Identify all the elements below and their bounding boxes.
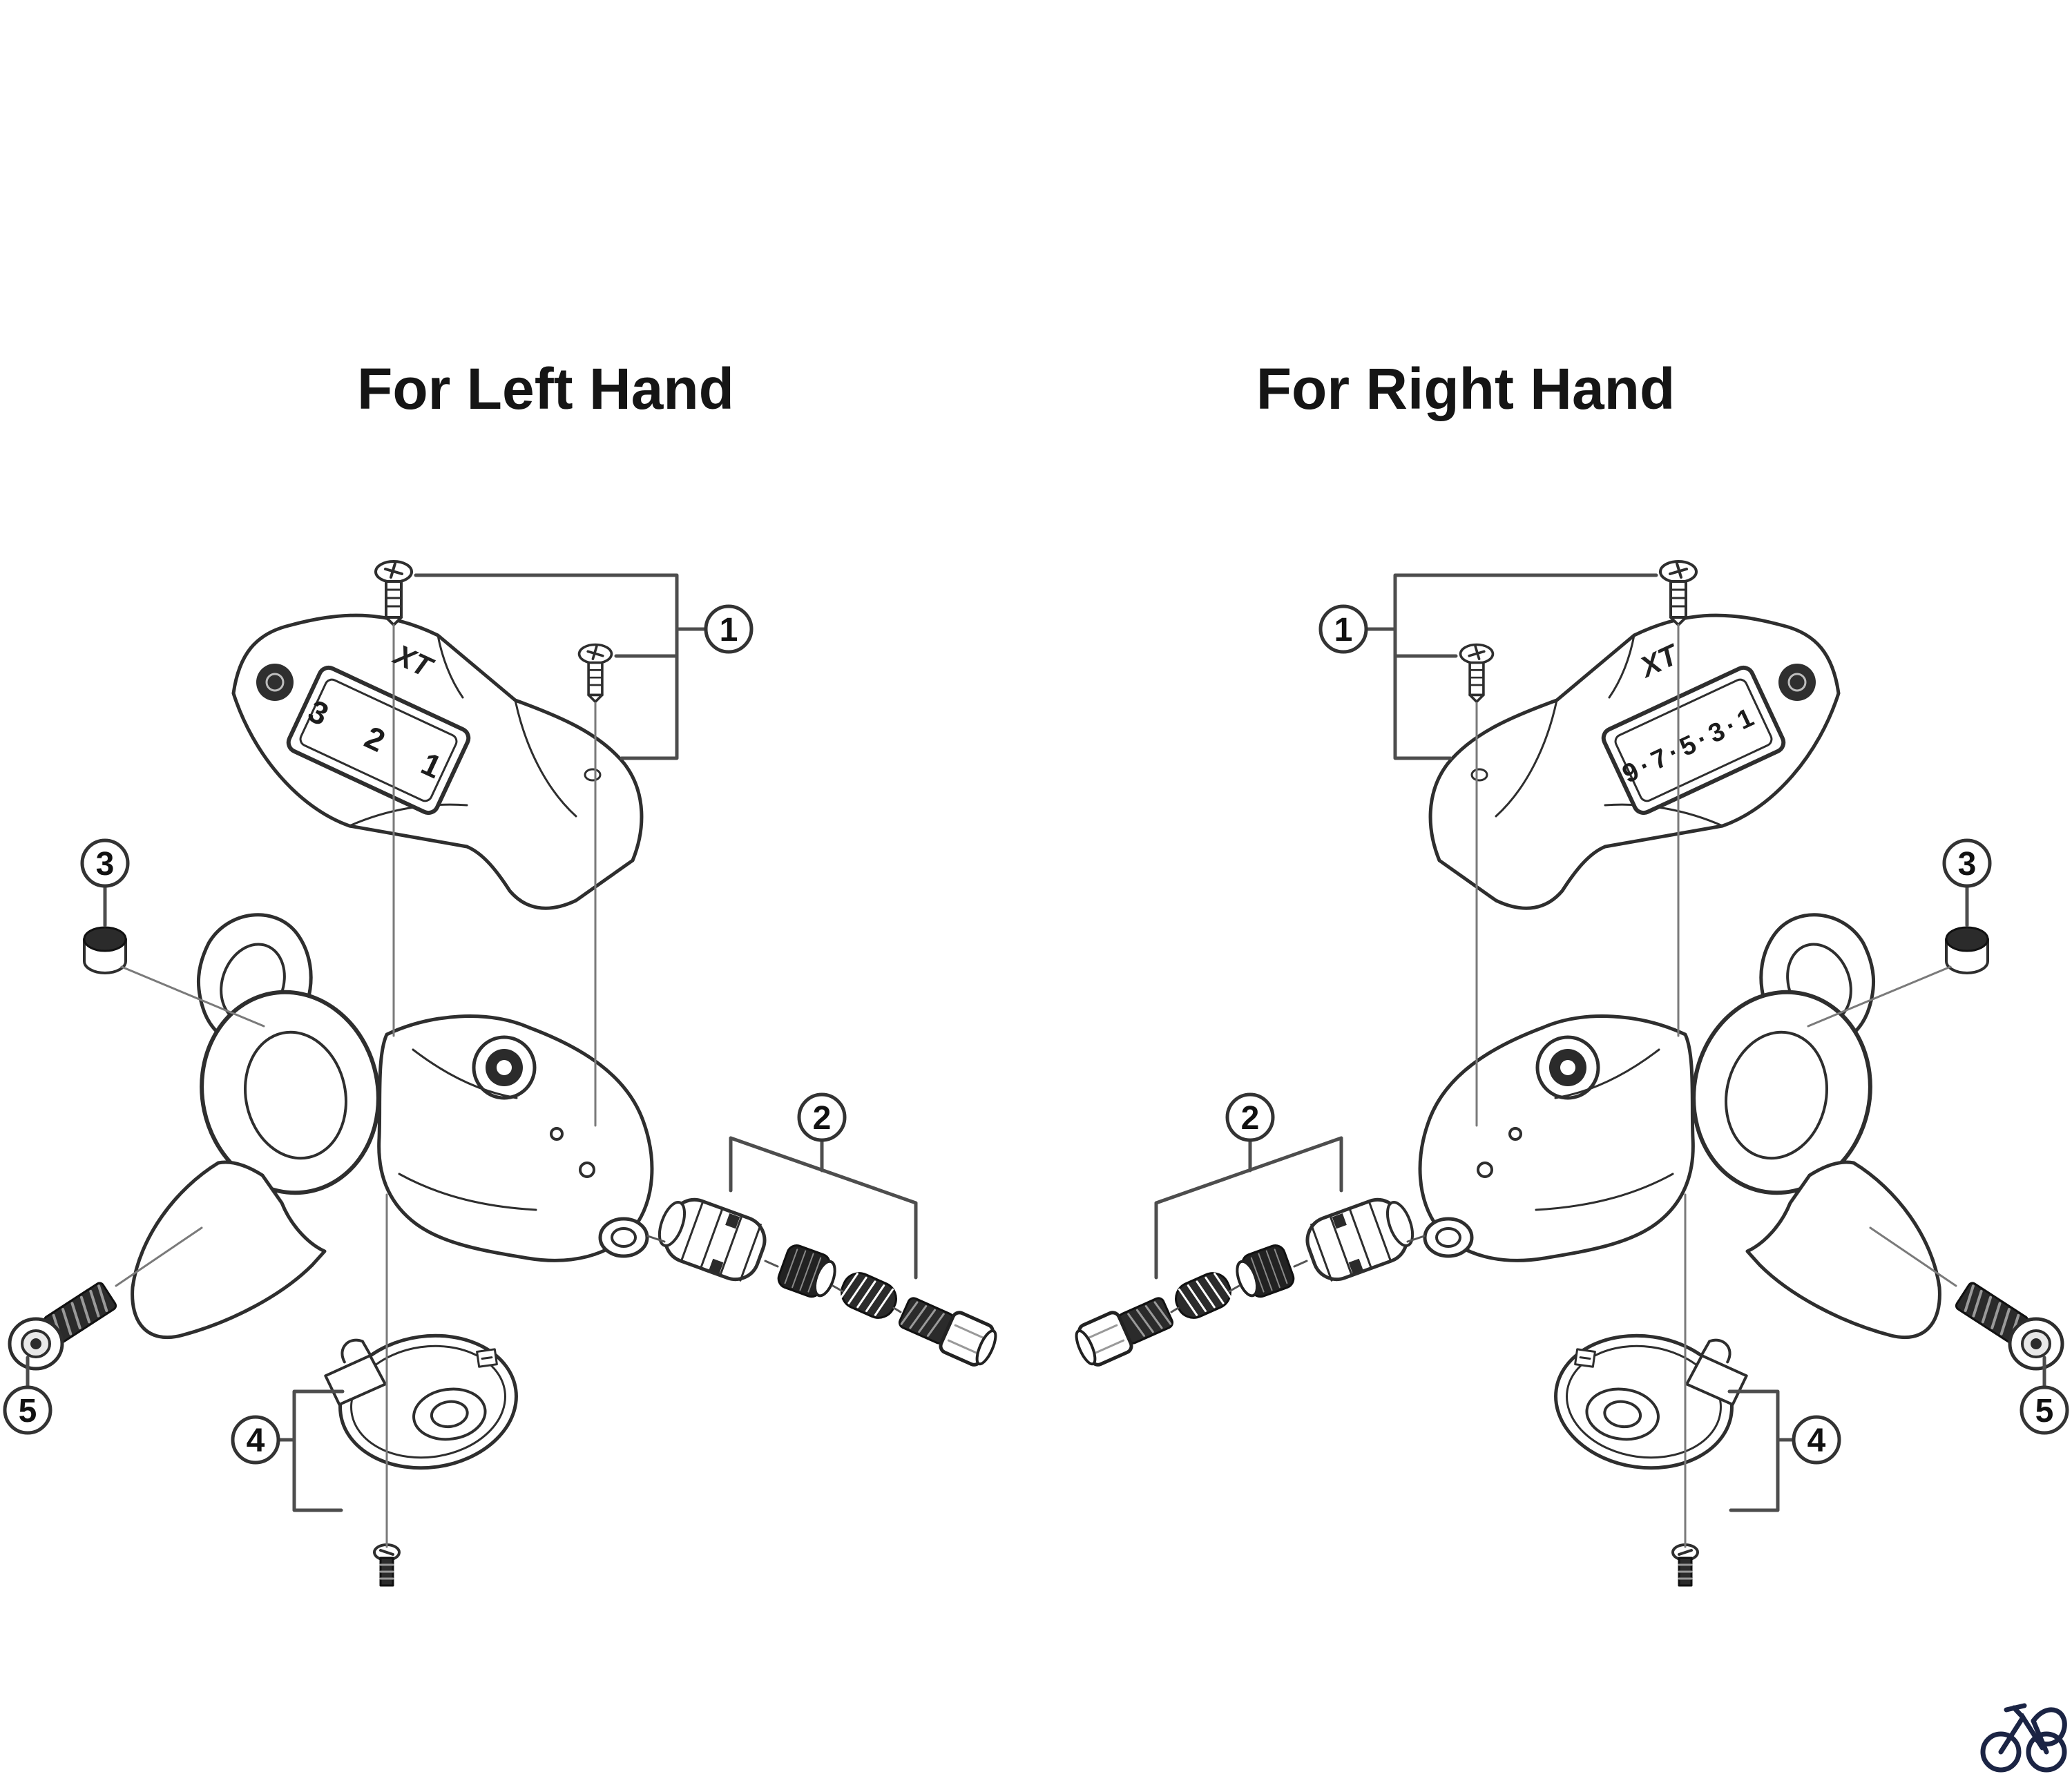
page-title-left: For Left Hand [357,356,734,421]
callout-label-3-left: 3 [96,846,115,883]
callout-label-2-left: 2 [813,1100,832,1137]
right-shifter-diagram: For Right Hand 1 2 3 4 5 XT 9·7·5·3·1 [1071,356,2067,1586]
callout-label-5-right: 5 [2035,1393,2054,1429]
callout-label-3-right: 3 [1958,846,1977,883]
callout-label-2-right: 2 [1241,1100,1260,1137]
callout-label-1-left: 1 [720,612,738,648]
left-shifter-geometry [5,561,1001,1586]
right-callout-numbers: 1 2 3 4 5 [1241,612,2054,1459]
page-title-right: For Right Hand [1256,356,1676,421]
callout-label-4-right: 4 [1807,1423,1826,1459]
left-callout-numbers: 1 2 3 4 5 [19,612,832,1459]
callout-label-4-left: 4 [247,1423,265,1459]
callout-label-5-left: 5 [19,1393,37,1429]
callout-label-1-right: 1 [1334,612,1353,648]
bicycle-icon [1980,1703,2067,1773]
right-shifter-geometry [1071,561,2067,1586]
left-shifter-diagram: For Left Hand 1 2 3 4 5 XT 3 2 1 [5,356,1001,1586]
